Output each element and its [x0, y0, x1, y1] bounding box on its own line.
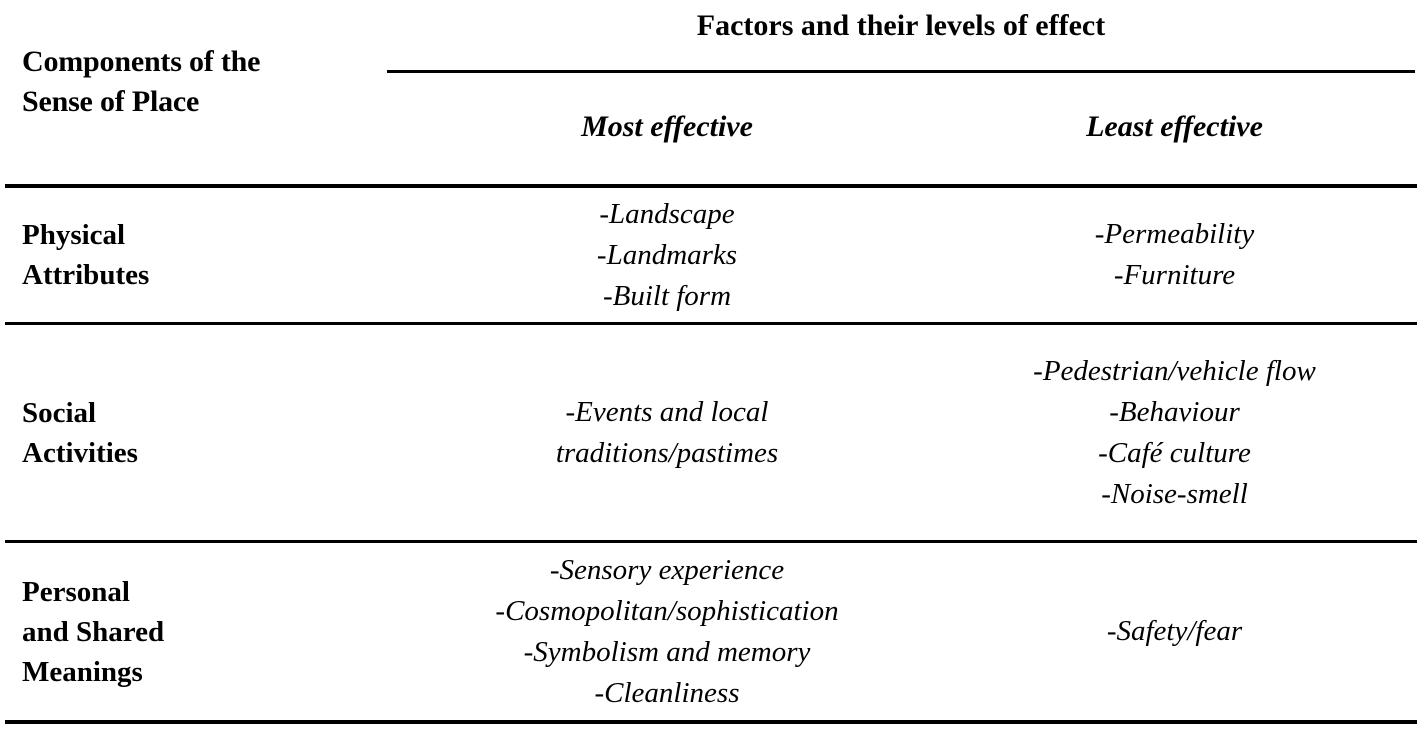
cell-line: -Permeability — [1094, 218, 1255, 250]
cell-most-effective-physical: -Landscape -Landmarks -Built form — [400, 194, 934, 317]
cell-most-effective-social: -Events and local traditions/pastimes — [400, 392, 934, 474]
cell-line: -Noise-smell — [1101, 477, 1248, 510]
cell-least-effective-social: -Pedestrian/vehicle flow -Behaviour -Café … — [934, 351, 1415, 515]
cell-line: -Landscape — [599, 197, 735, 230]
column-header-most-effective: Most effective — [581, 110, 753, 143]
cell-least-effective-physical: -Permeability -Furniture — [934, 214, 1415, 296]
table-bottom-rule — [5, 720, 1417, 724]
cell-line: -Café culture — [1098, 436, 1251, 469]
row-physical-bottom-rule — [5, 322, 1417, 325]
cell-line: -Symbolism and memory — [523, 635, 811, 668]
cell-line: -Landmarks — [596, 238, 738, 271]
cell-line: -Built form — [602, 279, 732, 312]
cell-line: traditions/pastimes — [555, 436, 779, 469]
group-header-label: Factors and their levels of effect — [696, 9, 1106, 42]
cell-least-effective-personal: -Safety/fear — [934, 611, 1415, 652]
cell-line: -Cosmopolitan/sophistication — [495, 594, 839, 627]
header-bottom-rule — [5, 184, 1417, 188]
cell-line: -Events and local — [565, 395, 769, 428]
cell-line: -Behaviour — [1109, 395, 1240, 428]
cell-line: -Safety/fear — [1106, 615, 1243, 647]
row-social-bottom-rule — [5, 540, 1417, 543]
cell-line: -Furniture — [1113, 259, 1236, 291]
cell-line: -Pedestrian/vehicle flow — [1033, 354, 1316, 387]
cell-line: -Sensory experience — [549, 553, 785, 586]
cell-line: -Cleanliness — [594, 676, 740, 709]
group-header-rule — [387, 70, 1415, 73]
cell-most-effective-personal: -Sensory experience -Cosmopolitan/sophist… — [400, 550, 934, 714]
column-header-least-effective: Least effective — [1086, 110, 1263, 143]
